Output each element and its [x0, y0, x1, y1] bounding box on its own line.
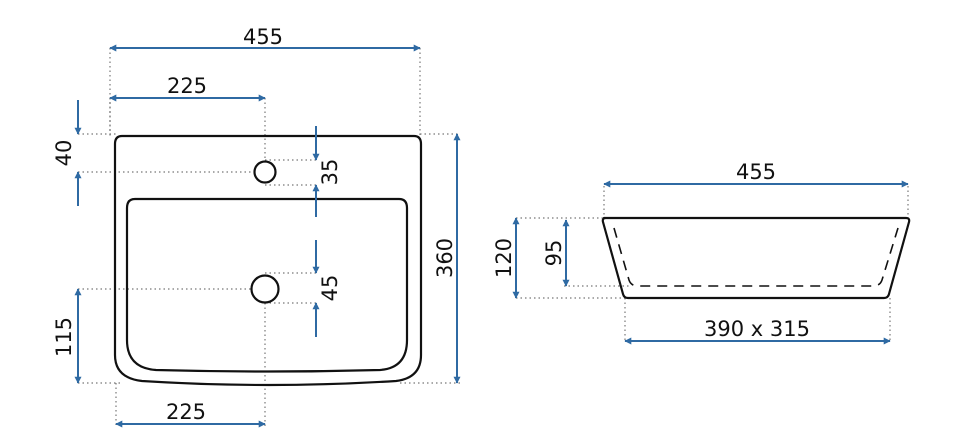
bowl-inner-outline	[125, 197, 409, 373]
label-drain-offset: 225	[166, 400, 206, 424]
dim-side-width: 455	[603, 160, 909, 188]
dim-bowl-depth: 95	[542, 219, 570, 287]
side-extension-lines	[516, 186, 909, 343]
side-bowl-hidden-outline	[613, 227, 899, 287]
side-profile-outline	[601, 216, 911, 300]
label-base-size: 390 x 315	[704, 317, 810, 341]
basin-outer-outline	[113, 134, 423, 387]
front-view: 455 225 40 35 45 360	[52, 25, 461, 428]
label-overall-depth: 360	[433, 238, 457, 278]
dim-drain-diameter: 45	[312, 240, 342, 337]
label-drain-diameter: 45	[318, 275, 342, 302]
dim-tap-hole-offset: 225	[109, 74, 266, 102]
dim-drain-from-bottom: 115	[52, 288, 82, 384]
dim-tap-hole-top: 40	[52, 100, 82, 206]
dim-overall-width: 455	[109, 25, 421, 52]
label-overall-width: 455	[243, 25, 283, 49]
label-side-width: 455	[736, 160, 776, 184]
dim-overall-depth: 360	[433, 133, 461, 384]
side-view: 455 120 95 390 x 315	[492, 160, 911, 345]
front-extension-lines	[78, 48, 460, 426]
label-tap-hole-offset: 225	[167, 74, 207, 98]
tap-hole	[253, 160, 277, 184]
dim-base-size: 390 x 315	[624, 317, 891, 345]
dim-side-height: 120	[492, 217, 520, 299]
label-drain-from-bottom: 115	[52, 317, 76, 357]
drain-hole	[250, 274, 280, 304]
label-bowl-depth: 95	[542, 240, 566, 267]
label-tap-hole-diameter: 35	[318, 159, 342, 186]
dim-tap-hole-diameter: 35	[312, 126, 342, 217]
label-side-height: 120	[492, 238, 516, 278]
label-tap-hole-top: 40	[52, 140, 76, 167]
dim-drain-offset: 225	[115, 400, 266, 428]
